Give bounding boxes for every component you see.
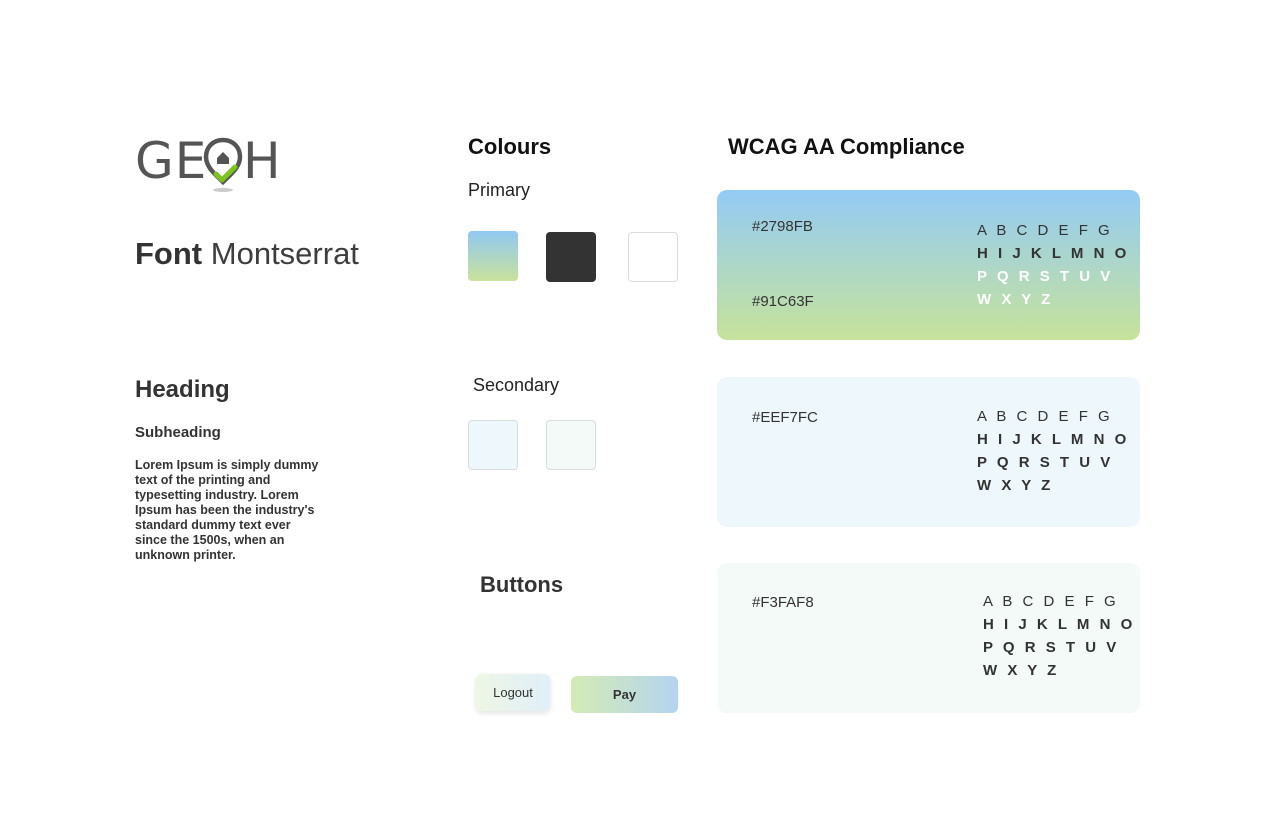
alphabet-sample: A B C D E F G H I J K L M N O P Q R S T …	[983, 590, 1135, 682]
alphabet-row: P Q R S T U V	[977, 454, 1114, 471]
font-prefix: Font	[135, 236, 203, 271]
hex-label: #F3FAF8	[752, 594, 814, 611]
body-text-sample: Lorem Ipsum is simply dummy text of the …	[135, 458, 319, 562]
logo-text-end: H	[243, 132, 282, 190]
alphabet-row: H I J K L M N O	[977, 431, 1130, 448]
hex-label: #EEF7FC	[752, 409, 818, 426]
primary-swatch-gradient	[468, 231, 518, 281]
alphabet-row: W X Y Z	[983, 662, 1060, 679]
alphabet-row: P Q R S T U V	[983, 639, 1120, 656]
subheading-sample: Subheading	[135, 424, 221, 441]
primary-swatch-dark	[546, 232, 596, 282]
buttons-title: Buttons	[480, 572, 564, 597]
logout-button[interactable]: Logout	[476, 674, 550, 711]
location-pin-home-check-icon	[203, 137, 243, 192]
pay-button[interactable]: Pay	[571, 676, 678, 713]
font-family-name: Montserrat	[210, 236, 359, 271]
alphabet-row: H I J K L M N O	[977, 245, 1130, 262]
alphabet-sample: A B C D E F G H I J K L M N O P Q R S T …	[977, 405, 1129, 497]
primary-swatch-white	[628, 232, 678, 282]
alphabet-row: A B C D E F G	[977, 408, 1113, 425]
secondary-swatch-green	[546, 420, 596, 470]
secondary-swatch-blue	[468, 420, 518, 470]
alphabet-sample: A B C D E F G H I J K L M N O P Q R S T …	[977, 219, 1129, 311]
alphabet-row: W X Y Z	[977, 291, 1054, 308]
alphabet-row: A B C D E F G	[977, 222, 1113, 239]
alphabet-row: H I J K L M N O	[983, 616, 1136, 633]
heading-sample: Heading	[135, 376, 230, 403]
hex-label: #2798FB	[752, 218, 813, 235]
alphabet-row: P Q R S T U V	[977, 268, 1114, 285]
logo-text-start: GE	[135, 132, 208, 190]
wcag-card-secondary-green	[717, 563, 1140, 713]
wcag-card-secondary-blue	[717, 377, 1140, 527]
wcag-title: WCAG AA Compliance	[728, 134, 965, 159]
brand-logo: GE H	[135, 132, 281, 194]
font-name: Font Montserrat	[135, 236, 359, 272]
secondary-label: Secondary	[473, 375, 560, 395]
primary-label: Primary	[468, 180, 530, 200]
hex-label: #91C63F	[752, 293, 814, 310]
wcag-card-primary	[717, 190, 1140, 340]
alphabet-row: W X Y Z	[977, 477, 1054, 494]
alphabet-row: A B C D E F G	[983, 593, 1119, 610]
colours-title: Colours	[468, 134, 552, 159]
